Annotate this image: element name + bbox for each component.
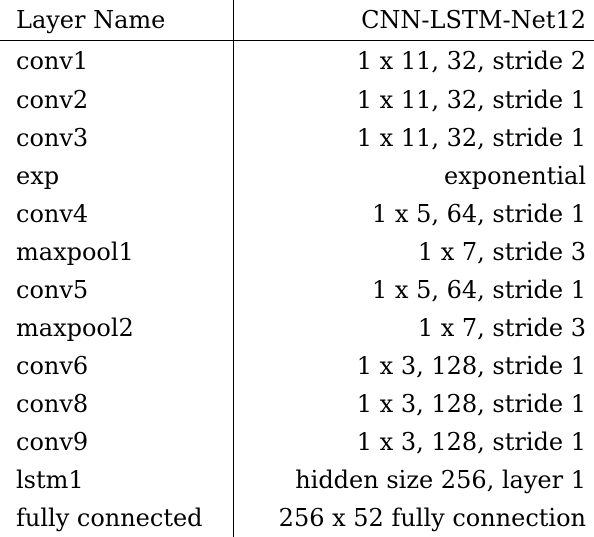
table-row: conv5 1 x 5, 64, stride 1: [0, 271, 594, 309]
table-row: conv3 1 x 11, 32, stride 1: [0, 119, 594, 157]
layer-name-cell: conv9: [0, 423, 233, 461]
layer-name-cell: fully connected: [0, 499, 233, 537]
header-network-name: CNN-LSTM-Net12: [233, 0, 594, 41]
layer-config-cell: 1 x 7, stride 3: [233, 233, 594, 271]
layer-config-cell: 1 x 11, 32, stride 2: [233, 41, 594, 82]
layer-config-cell: 1 x 3, 128, stride 1: [233, 347, 594, 385]
table-row: conv1 1 x 11, 32, stride 2: [0, 41, 594, 82]
table-row: exp exponential: [0, 157, 594, 195]
table-row: fully connected 256 x 52 fully connectio…: [0, 499, 594, 537]
layer-name-cell: conv6: [0, 347, 233, 385]
layer-config-cell: hidden size 256, layer 1: [233, 461, 594, 499]
layer-name-cell: lstm1: [0, 461, 233, 499]
table-row: lstm1 hidden size 256, layer 1: [0, 461, 594, 499]
layer-name-cell: conv5: [0, 271, 233, 309]
table-row: conv9 1 x 3, 128, stride 1: [0, 423, 594, 461]
layer-config-cell: 256 x 52 fully connection: [233, 499, 594, 537]
layer-config-cell: 1 x 5, 64, stride 1: [233, 195, 594, 233]
header-layer-name: Layer Name: [0, 0, 233, 41]
layer-name-cell: maxpool1: [0, 233, 233, 271]
layer-name-cell: conv2: [0, 81, 233, 119]
layer-config-cell: 1 x 3, 128, stride 1: [233, 423, 594, 461]
table-header: Layer Name CNN-LSTM-Net12: [0, 0, 594, 41]
layer-name-cell: conv1: [0, 41, 233, 82]
table-row: conv6 1 x 3, 128, stride 1: [0, 347, 594, 385]
table-row: conv8 1 x 3, 128, stride 1: [0, 385, 594, 423]
layer-name-cell: conv8: [0, 385, 233, 423]
layer-config-cell: 1 x 7, stride 3: [233, 309, 594, 347]
table-row: maxpool2 1 x 7, stride 3: [0, 309, 594, 347]
layer-name-cell: exp: [0, 157, 233, 195]
layer-name-cell: conv4: [0, 195, 233, 233]
layer-name-cell: maxpool2: [0, 309, 233, 347]
layer-config-cell: 1 x 5, 64, stride 1: [233, 271, 594, 309]
table-body: conv1 1 x 11, 32, stride 2 conv2 1 x 11,…: [0, 41, 594, 537]
layer-name-cell: conv3: [0, 119, 233, 157]
layer-config-cell: exponential: [233, 157, 594, 195]
layer-config-cell: 1 x 3, 128, stride 1: [233, 385, 594, 423]
layer-config-cell: 1 x 11, 32, stride 1: [233, 81, 594, 119]
table-row: conv2 1 x 11, 32, stride 1: [0, 81, 594, 119]
header-row: Layer Name CNN-LSTM-Net12: [0, 0, 594, 41]
layer-config-cell: 1 x 11, 32, stride 1: [233, 119, 594, 157]
table-row: conv4 1 x 5, 64, stride 1: [0, 195, 594, 233]
table-row: maxpool1 1 x 7, stride 3: [0, 233, 594, 271]
